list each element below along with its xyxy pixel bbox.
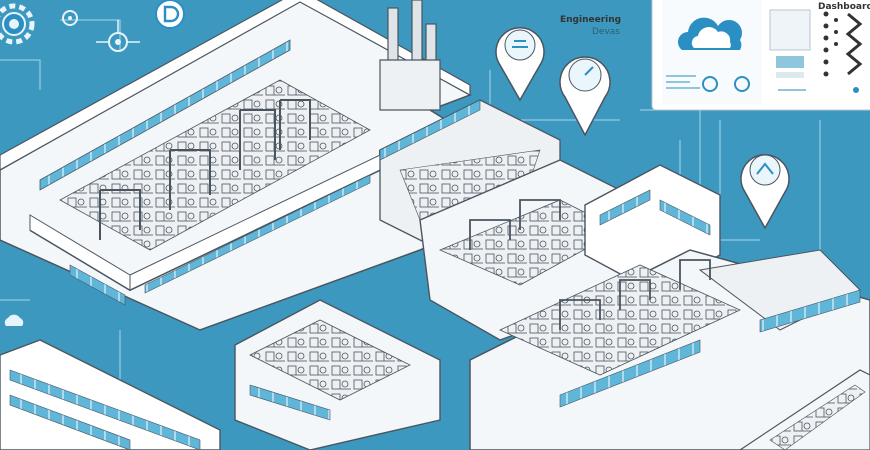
engineering-text: Engineering <box>560 15 621 25</box>
settings-icon <box>62 10 78 26</box>
bottom-left-building <box>0 339 221 450</box>
map-pin-icon <box>495 26 545 102</box>
dashboard-panel: Dashboard <box>651 0 870 111</box>
gear-icon <box>0 3 35 45</box>
gauge-icon <box>702 76 718 92</box>
bottom-right-keyboard-panel <box>738 369 870 450</box>
engineering-label: Engineering Devas <box>560 15 621 37</box>
cloud-icon <box>678 17 743 50</box>
map-pin-right-icon <box>740 153 790 230</box>
dashboard-title: Dashboard <box>818 2 870 12</box>
smokestacks <box>379 0 441 111</box>
devices-text: Devas <box>592 27 620 37</box>
brand-badge-icon <box>155 0 185 29</box>
network-icon <box>96 20 140 52</box>
bottom-center-building <box>234 299 441 450</box>
main-factory-building <box>0 0 562 331</box>
cloud-badge-icon <box>4 314 24 326</box>
gauge-pin-icon <box>559 56 611 137</box>
right-building-large <box>469 249 870 450</box>
